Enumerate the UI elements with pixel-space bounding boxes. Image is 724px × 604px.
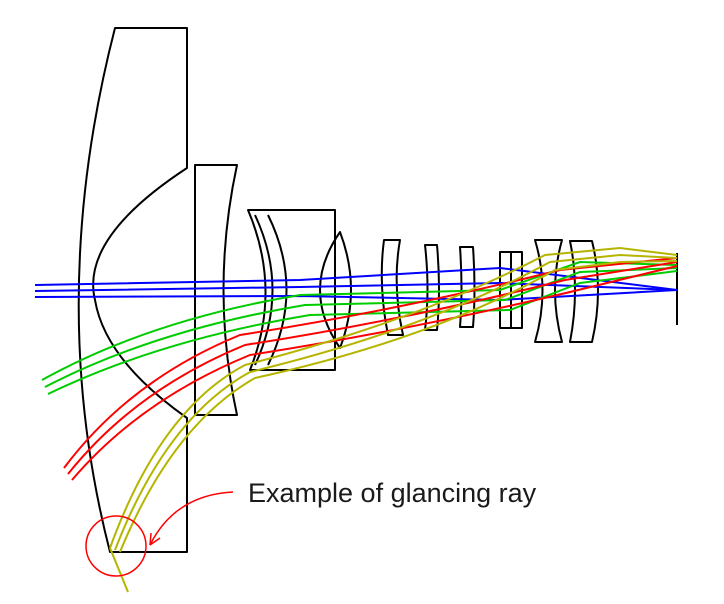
cemented-doublet-inner-a	[254, 214, 274, 366]
lens-elements	[77, 27, 678, 553]
highlight-circle	[85, 515, 147, 577]
element-6	[424, 244, 440, 331]
arrowhead	[149, 532, 161, 546]
glancing-ray-annotation: Example of glancing ray	[85, 478, 537, 577]
ray-bundle-green	[41, 260, 678, 395]
element-5	[380, 239, 404, 336]
element-7	[459, 246, 476, 328]
ray-bundle-yellow	[109, 246, 678, 593]
ray-bundle-red	[63, 257, 678, 481]
meniscus-front-element	[77, 27, 188, 553]
cemented-doublet	[247, 209, 336, 371]
stop-group	[499, 251, 523, 329]
annotation-arrow	[149, 491, 234, 546]
annotation-label: Example of glancing ray	[248, 478, 537, 508]
cemented-doublet-inner-b	[267, 214, 288, 366]
biconcave-element-2	[194, 164, 238, 416]
